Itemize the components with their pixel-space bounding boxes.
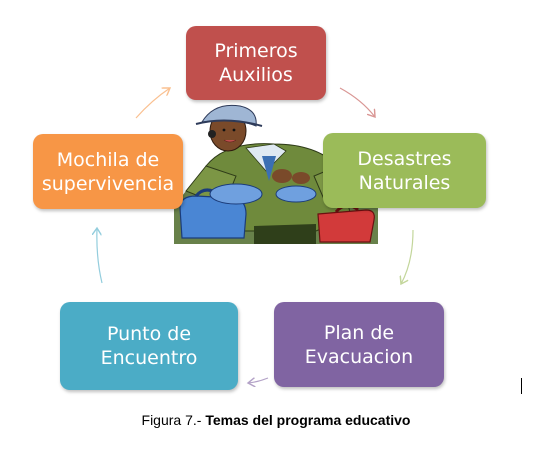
arrow-left-to-top	[135, 88, 170, 119]
node-primeros-auxilios: Primeros Auxilios	[186, 26, 326, 100]
arrow-bottom-right-to-bottom-left	[248, 377, 269, 383]
caption-title: Temas del programa educativo	[205, 412, 411, 428]
node-mochila-de-supervivencia: Mochila de supervivencia	[33, 134, 183, 209]
arrow-bottom-left-to-left	[97, 228, 103, 284]
text-cursor	[521, 378, 522, 394]
node-punto-de-encuentro: Punto de Encuentro	[60, 302, 238, 390]
figure-caption: Figura 7.- Temas del programa educativo	[0, 412, 552, 428]
node-plan-de-evacuacion: Plan de Evacuacion	[274, 302, 444, 387]
arrow-right-to-bottom-right	[401, 229, 414, 284]
rescuer-clipart	[174, 104, 378, 244]
caption-prefix: Figura 7.-	[141, 412, 206, 428]
node-desastres-naturales: Desastres Naturales	[323, 133, 486, 208]
